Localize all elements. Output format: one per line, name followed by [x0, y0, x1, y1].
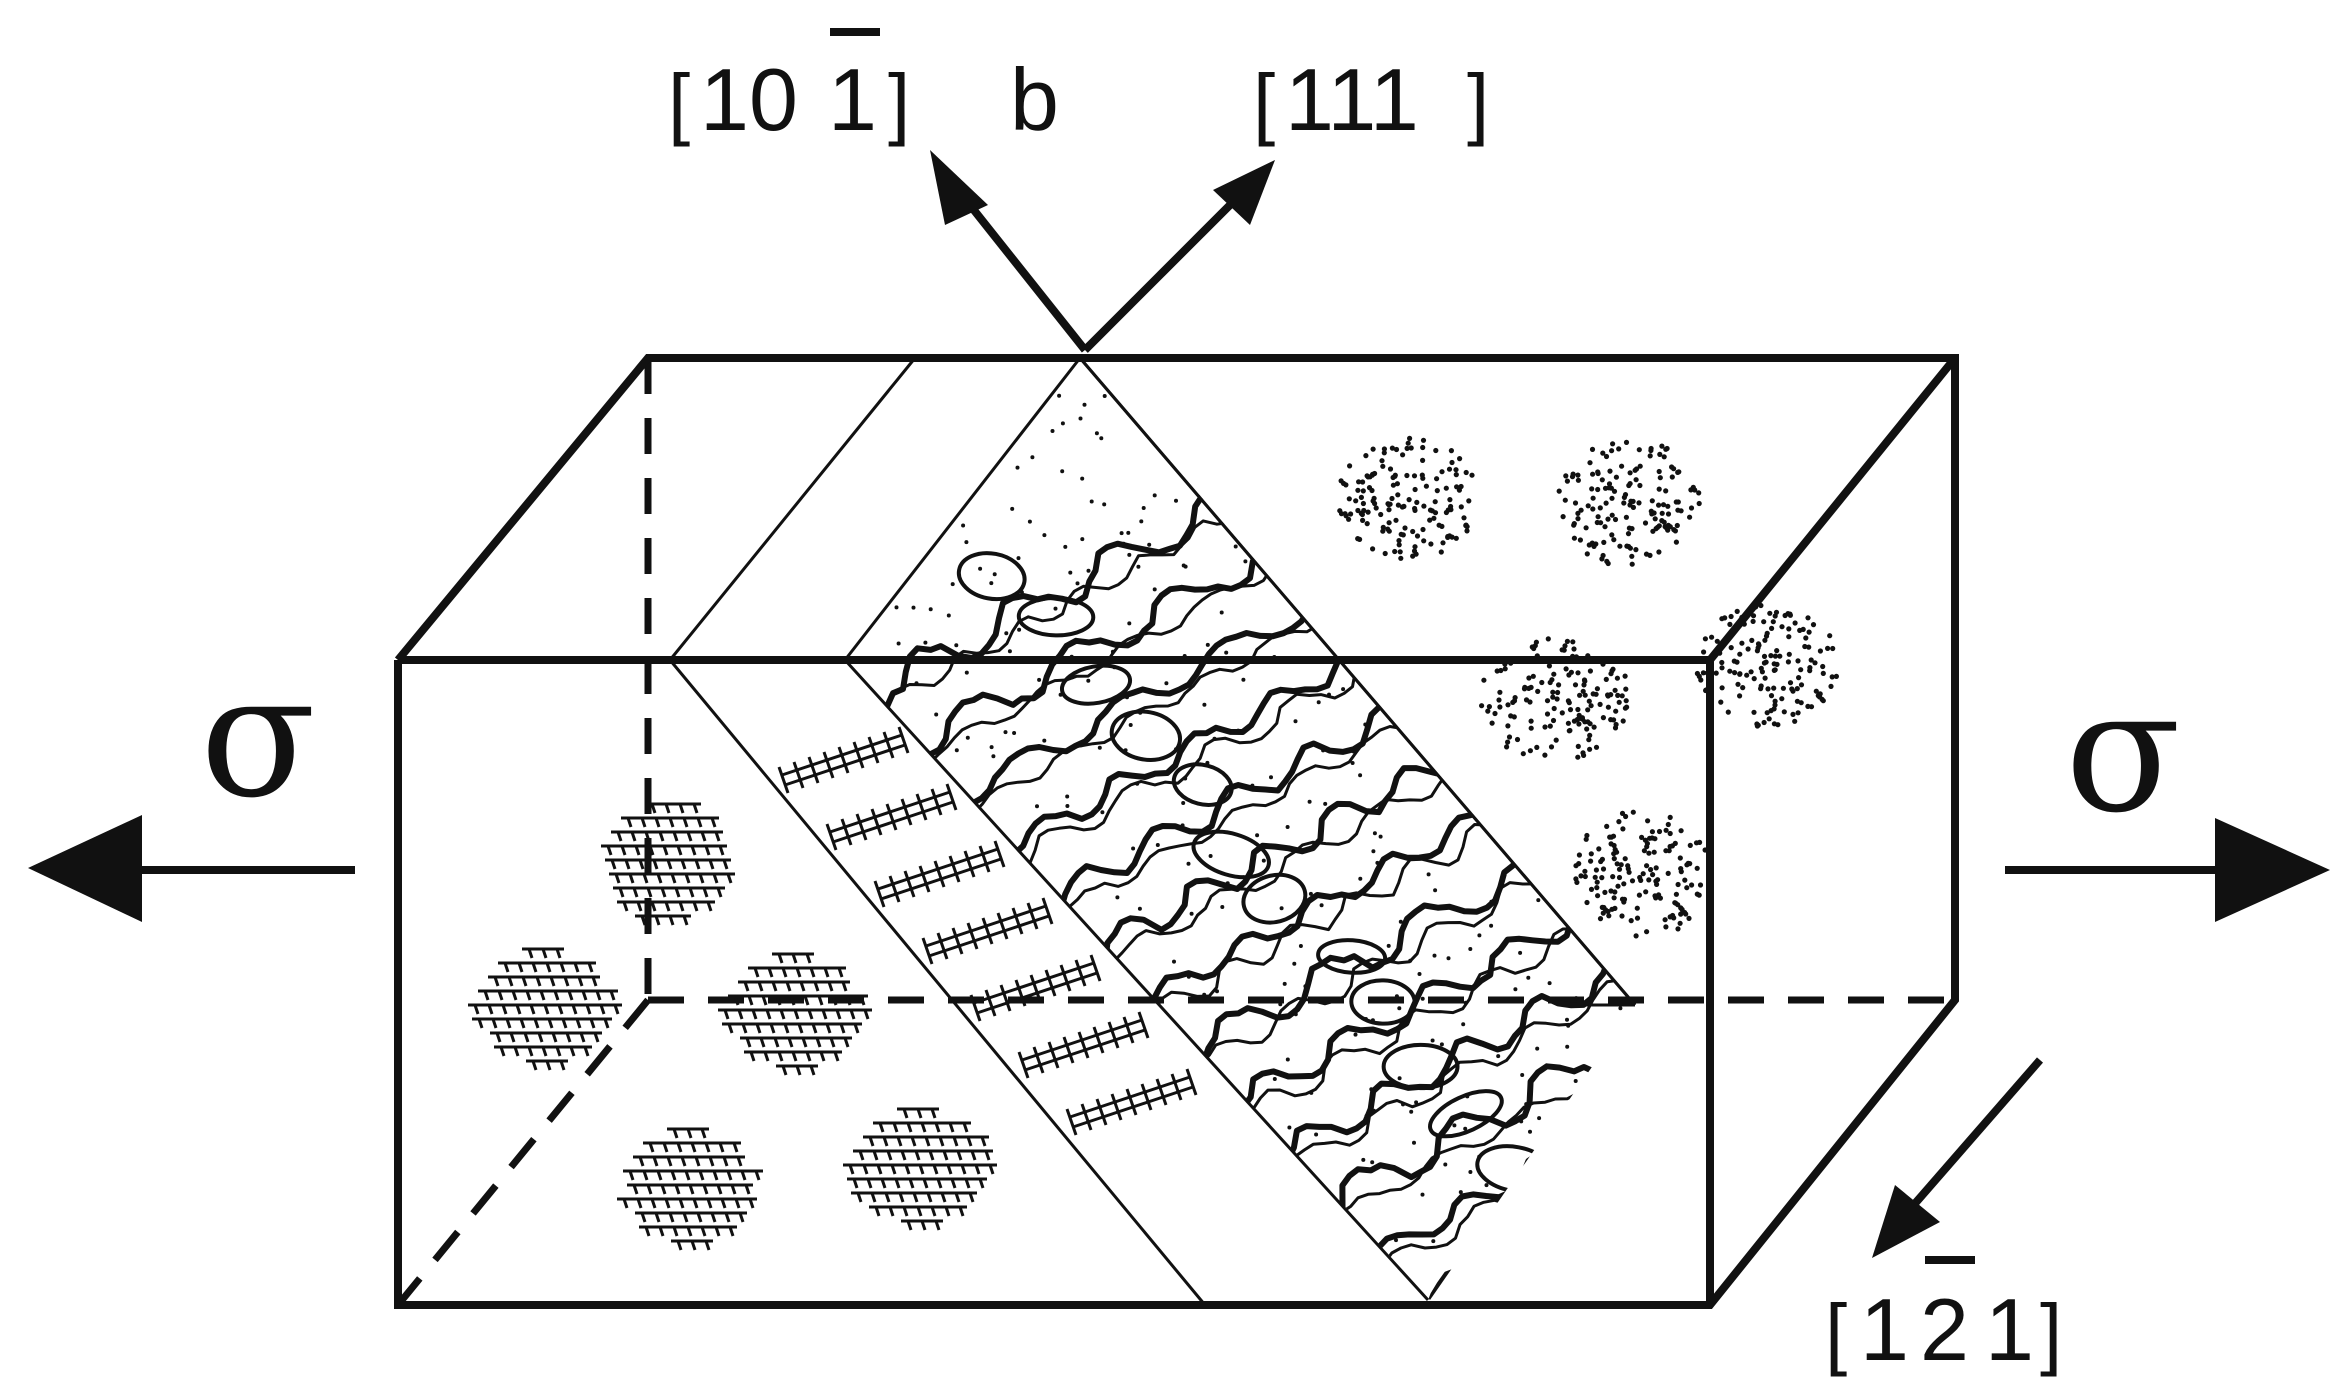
dislocation-line [991, 642, 1369, 862]
dislocation-line [1430, 1176, 1635, 1300]
dotted-cluster-icon [1337, 435, 1475, 561]
dislocation-line [1129, 823, 1503, 1032]
arrow-101-bar-head [930, 150, 988, 225]
label-101-bar-digit: 1 [828, 50, 877, 149]
dislocation-loop [1475, 1144, 1555, 1194]
dislocation-loop [1349, 978, 1417, 1026]
direction-label-121-bar: [ 1 2 1 ] [1825, 1256, 2062, 1379]
stress-label-right: σ [2065, 653, 2181, 851]
dislocation-line [1437, 1191, 1635, 1300]
ladder-dislocation [777, 726, 910, 794]
dislocation-line [1035, 701, 1418, 915]
dotted-cluster-icon [1694, 602, 1839, 729]
dislocation-line [865, 516, 1239, 717]
dislocation-cross-cluster-icon [601, 802, 735, 926]
burgers-vector-label: b [1010, 50, 1059, 149]
dislocation-line [902, 530, 1277, 761]
dislocation-cross-cluster-icon [718, 952, 872, 1076]
dislocation-loop [1059, 663, 1133, 706]
arrow-111-head [1213, 160, 1275, 225]
dislocation-line [1349, 1075, 1635, 1290]
dislocation-loop [1428, 1089, 1504, 1139]
dislocation-line [1254, 953, 1633, 1178]
dislocation-loop [1191, 829, 1271, 880]
slip-planes [668, 356, 1637, 1307]
ladder-dislocation [1065, 1068, 1198, 1136]
label-101-digits: 10 [700, 50, 798, 149]
ladder-dislocation [969, 954, 1102, 1022]
dislocation-line [909, 561, 1279, 769]
svg-text:[: [ [1825, 1288, 1847, 1377]
svg-text:[: [ [1253, 58, 1275, 147]
arrow-121-bar [1901, 1057, 2044, 1218]
dislocation-line [947, 588, 1324, 810]
dislocation-loop [1241, 872, 1308, 925]
dislocation-loop [1171, 762, 1234, 807]
dislocation-line [1211, 898, 1587, 1123]
dislocation-line [1085, 767, 1454, 978]
stress-label-left: σ [200, 638, 316, 836]
hidden-edges [395, 358, 1955, 1308]
direction-arrows [930, 150, 2044, 1258]
dislocation-line [1217, 927, 1589, 1135]
dislocation-cross-cluster-group [468, 802, 997, 1251]
ladder-dislocation [1017, 1011, 1150, 1079]
dislocation-line [1261, 978, 1633, 1186]
dislocation-loop [1109, 709, 1183, 762]
box-edges [394, 354, 1959, 1309]
dislocation-line [1173, 881, 1547, 1084]
ladder-dislocation [825, 783, 958, 851]
ladder-dislocation [873, 840, 1006, 908]
svg-text:]: ] [888, 58, 910, 147]
dislocation-line [1123, 809, 1507, 1019]
tangled-dislocation-band [858, 393, 1635, 1300]
dotted-cluster-icon [1479, 636, 1630, 760]
svg-text:]: ] [1467, 58, 1489, 147]
stress-arrow-left-head [28, 815, 142, 922]
dislocation-cross-cluster-icon [468, 947, 622, 1071]
label-121-first-digit: 1 [1860, 1280, 1909, 1379]
svg-text:]: ] [2040, 1288, 2062, 1377]
dislocation-loop [1316, 938, 1388, 975]
stress-arrows [28, 815, 2330, 922]
arrow-121-bar-head [1872, 1185, 1940, 1258]
arrow-111 [1082, 192, 1243, 353]
svg-text:[: [ [668, 58, 690, 147]
dislocation-loop [1381, 1042, 1460, 1091]
ladder-dislocations [777, 726, 1198, 1136]
dislocation-cross-cluster-icon [617, 1127, 763, 1251]
dislocation-loop [956, 551, 1027, 602]
dotted-cluster-icon [1556, 439, 1702, 567]
ladder-dislocation [921, 897, 1054, 965]
dislocation-line [997, 659, 1364, 876]
stress-arrow-right-head [2215, 818, 2330, 922]
direction-label-101-bar: [ 10 1 ] [668, 28, 910, 149]
dislocation-line [1166, 849, 1547, 1073]
label-121-last-digit: 1 [1985, 1280, 2034, 1379]
label-121-bar-digit: 2 [1920, 1280, 1969, 1379]
direction-label-111: [ 111 ] [1253, 50, 1489, 149]
dotted-cluster-icon [1573, 809, 1713, 939]
dislocation-line [1078, 755, 1462, 970]
dislocation-loop [1016, 596, 1096, 638]
label-111-digits: 111 [1285, 50, 1419, 149]
dislocation-cross-cluster-icon [843, 1107, 997, 1231]
dotted-cluster-group [1337, 435, 1839, 939]
arrow-101-bar [954, 187, 1089, 353]
dislocation-line [1041, 724, 1414, 924]
